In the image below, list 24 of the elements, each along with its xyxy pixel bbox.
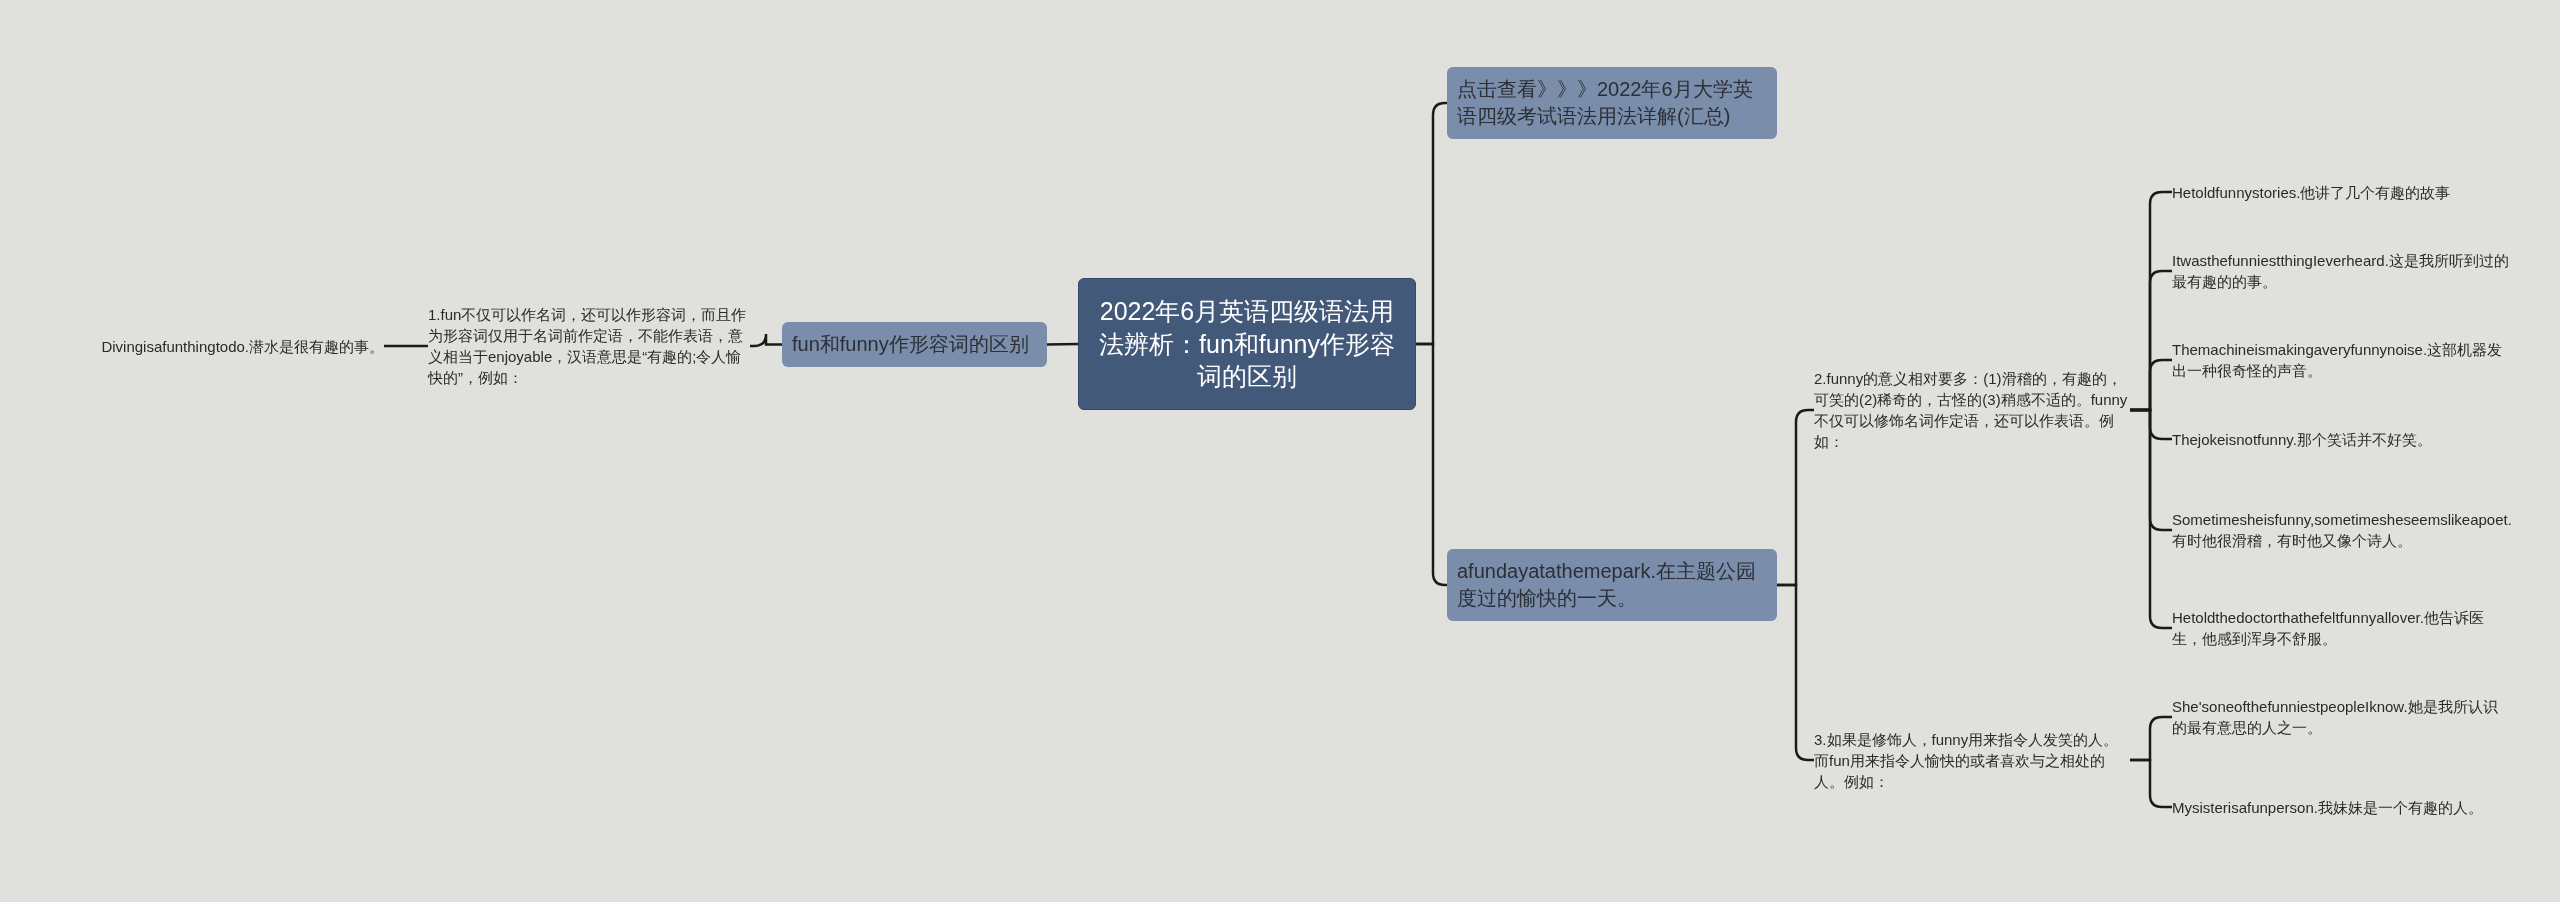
example-sentence: Divingisafunthingtodo.潜水是很有趣的事。 [52,330,384,362]
note-text: 2.funny的意义相对要多：(1)滑稽的，有趣的，可笑的(2)稀奇的，古怪的(3)稍感不适的。funny不仅可以修饰名词作定语，还可以作表语。例如： [1814,362,2130,458]
example-sentence: Themachineismakingaveryfunnynoise.这部机器发出一种很奇怪的声音。 [2172,329,2512,391]
connector-line [2130,758,2172,809]
topic-box [1447,549,1777,621]
topic-title: 2022年6月英语四级语法用法辨析：fun和funny作形容词的区别 [1098,296,1396,393]
topic-box [782,322,1047,367]
topic-text: afundayatathemepark.在主题公园度过的愉快的一天。 [1457,559,1758,611]
topic-box [1447,67,1777,139]
topic-text: 点击查看》》》2022年6月大学英语四级考试语法用法详解(汇总) [1457,77,1754,129]
example-sentence: ItwasthefunniestthingIeverheard.这是我所听到过的最有趣的的事。 [2172,240,2512,302]
connector-line [384,344,428,348]
note-text: 3.如果是修饰人，funny用来指令人发笑的人。而fun用来指令人愉快的或者喜欢与之相处的人。例如： [1814,718,2130,802]
example-sentence: Mysisterisafunperson.我妹妹是一个有趣的人。 [2172,776,2512,838]
topic-text: fun和funny作形容词的区别 [792,332,1029,357]
central-topic-box [1078,278,1416,410]
connector-line [750,332,782,348]
example-sentence: Hetoldfunnystories.他讲了几个有趣的故事 [2172,172,2512,212]
example-sentence: Hetoldthedoctorthathefeltfunnyallover.他告诉医生，他感到浑身不舒服。 [2172,597,2512,659]
example-sentence: Thejokeisnotfunny.那个笑话并不好笑。 [2172,419,2512,459]
note-text: 1.fun不仅可以作名词，还可以作形容词，而且作为形容词仅用于名词前作定语，不能作表语，意义相当于enjoyable，汉语意思是“有趣的;令人愉快的”，例如： [428,294,750,398]
connector-line [1046,342,1079,346]
example-sentence: Sometimesheisfunny,sometimesheseemslikeapoet.有时他很滑稽，有时他又像个诗人。 [2172,497,2512,563]
example-sentence: She'soneofthefunniestpeopleIknow.她是我所认识的最有意思的人之一。 [2172,686,2512,748]
